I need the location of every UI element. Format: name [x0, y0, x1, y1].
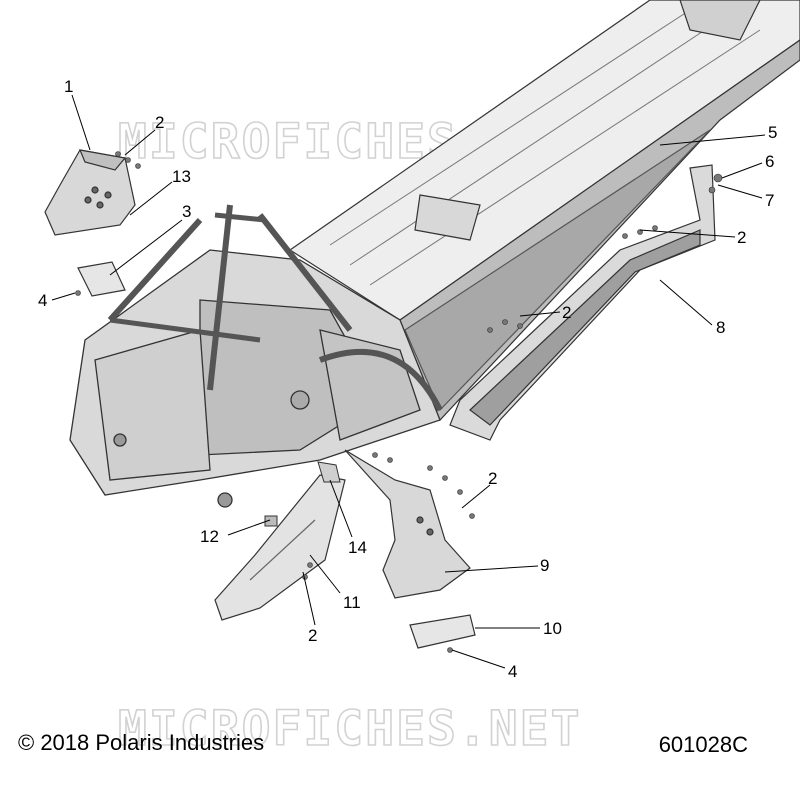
- tunnel: [288, 0, 800, 426]
- callout-10: 10: [543, 619, 562, 638]
- callout-13: 13: [172, 167, 191, 186]
- callout-12: 12: [200, 527, 219, 546]
- right-mount-plate: [409, 614, 476, 649]
- callout-6: 6: [765, 152, 774, 171]
- callout-2: 2: [737, 228, 746, 247]
- callout-5: 5: [768, 123, 777, 142]
- callout-2: 2: [562, 303, 571, 322]
- left-mount-plate: [77, 261, 126, 297]
- callout-4: 4: [38, 291, 47, 310]
- leader-lines: [51, 94, 766, 669]
- callout-2: 2: [488, 469, 497, 488]
- bottom-scuff-plate: [214, 474, 346, 621]
- fasteners: [75, 151, 723, 653]
- callout-8: 8: [716, 318, 725, 337]
- callout-2: 2: [308, 626, 317, 645]
- callout-3: 3: [182, 202, 191, 221]
- part-12-bracket: [264, 515, 278, 527]
- callout-4: 4: [508, 662, 517, 681]
- watermark-bottom: MICROFICHES.NET: [118, 701, 581, 757]
- callout-1: 1: [64, 77, 73, 96]
- front-bulkhead-frame: [69, 204, 443, 508]
- right-side-guard: [344, 449, 471, 599]
- callout-2: 2: [155, 113, 164, 132]
- part-14-bracket: [317, 461, 341, 483]
- left-side-guard: [44, 149, 136, 236]
- callout-7: 7: [765, 191, 774, 210]
- diagram-part-number: 601028C: [658, 732, 748, 757]
- copyright-text: © 2018 Polaris Industries: [18, 730, 265, 755]
- callout-11: 11: [343, 593, 361, 612]
- callout-14: 14: [348, 538, 367, 557]
- running-board: [449, 164, 716, 441]
- callout-9: 9: [540, 556, 549, 575]
